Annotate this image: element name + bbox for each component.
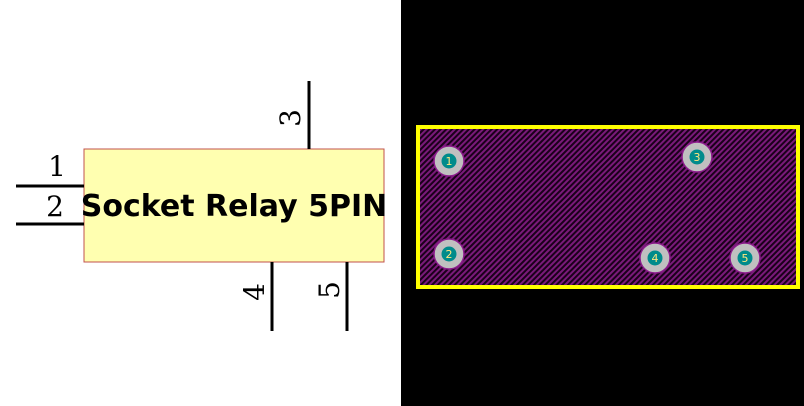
pad-4-label: 4 bbox=[652, 252, 659, 265]
pad-3[interactable]: 3 bbox=[681, 141, 713, 173]
pin-2-label: 2 bbox=[46, 190, 64, 223]
pad-4[interactable]: 4 bbox=[639, 242, 671, 274]
pin-1-label: 1 bbox=[48, 150, 66, 183]
pad-1[interactable]: 1 bbox=[433, 145, 465, 177]
pad-2[interactable]: 2 bbox=[433, 238, 465, 270]
pin-4-label: 4 bbox=[238, 283, 271, 301]
pin-3-label: 3 bbox=[274, 109, 307, 127]
pad-5-label: 5 bbox=[742, 252, 749, 265]
pad-1-label: 1 bbox=[446, 155, 453, 168]
symbol-title: Socket Relay 5PIN bbox=[81, 189, 387, 224]
schematic-symbol: Socket Relay 5PIN 1 2 3 4 5 bbox=[16, 81, 387, 331]
pad-3-label: 3 bbox=[694, 151, 701, 164]
pad-5[interactable]: 5 bbox=[729, 242, 761, 274]
pcb-footprint: 1 2 3 4 5 bbox=[401, 0, 804, 406]
pad-2-label: 2 bbox=[446, 248, 453, 261]
symbol-body bbox=[83, 148, 385, 263]
pin-5-label: 5 bbox=[313, 281, 346, 299]
